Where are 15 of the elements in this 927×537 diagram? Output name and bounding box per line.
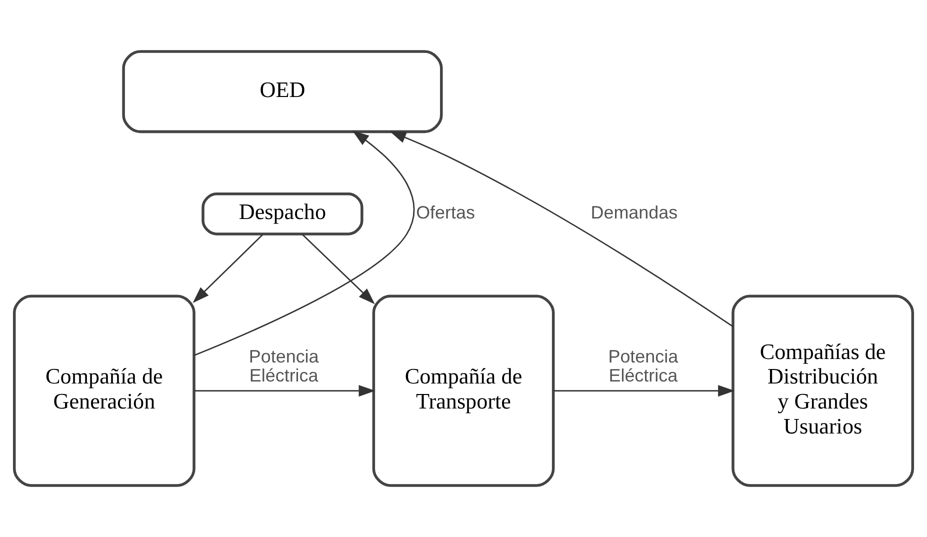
node-box: Compañía de Generación bbox=[12, 294, 196, 487]
arrow bbox=[390, 131, 734, 328]
arrow bbox=[554, 385, 735, 397]
edge-label: Potencia Eléctrica bbox=[248, 346, 319, 386]
edge-label: Demandas bbox=[590, 202, 678, 223]
node-box: Compañía de Transporte bbox=[372, 294, 555, 487]
arrow bbox=[192, 234, 264, 303]
arrow bbox=[302, 234, 375, 304]
edge-label: Potencia Eléctrica bbox=[608, 346, 678, 386]
edge-label: Ofertas bbox=[416, 202, 475, 223]
node-box: Despacho bbox=[202, 192, 364, 236]
arrow bbox=[194, 130, 415, 356]
node-box: OED bbox=[122, 50, 443, 134]
node-box: Compañías de Distribución y Grandes Usuarios bbox=[732, 294, 914, 487]
arrow bbox=[194, 385, 376, 397]
